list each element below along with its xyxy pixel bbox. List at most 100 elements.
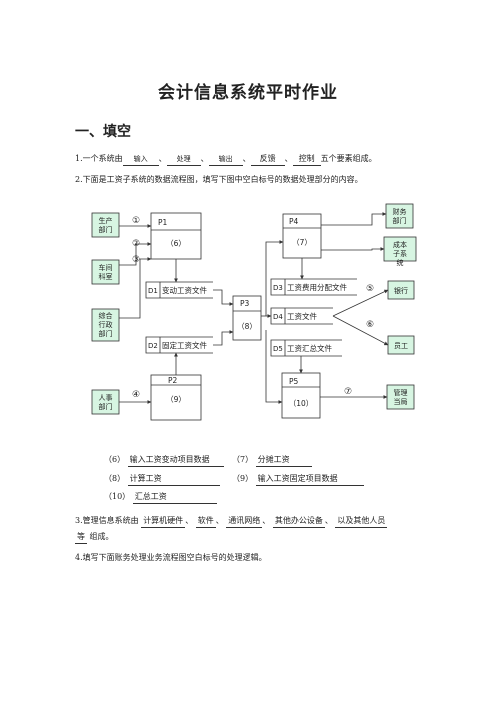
q1-sep: 、 [242, 154, 251, 163]
entity-production-dept: 生产部门 [91, 212, 120, 238]
answer-value: 分摊工资 [255, 454, 312, 467]
q1-blank-3: 输出 [208, 153, 243, 166]
q3-suffix: 组成。 [89, 532, 114, 541]
answer-value: 汇总工资 [132, 491, 217, 504]
answer-6: （6） 输入工资变动项目数据 [104, 454, 224, 467]
q1-sep: 、 [284, 154, 293, 163]
svg-text:D4: D4 [273, 313, 283, 321]
store-d1: D1 变动工资文件 [145, 281, 213, 299]
process-p2: P2 （9） [150, 374, 202, 421]
process-p4: P4 （7） [282, 213, 322, 259]
flow-label-2: ② [132, 239, 140, 249]
answer-label: （7） [232, 455, 254, 464]
flow-line [321, 212, 387, 226]
answer-9: （9） 输入工资固定项目数据 [232, 473, 364, 486]
svg-text:P1: P1 [158, 218, 168, 227]
flow-line [213, 289, 234, 306]
answer-label: （8） [104, 474, 126, 483]
q1-blank-2: 处理 [166, 153, 201, 166]
flow-line [265, 330, 283, 404]
store-d3: D3 工资费用分配文件 [270, 278, 357, 296]
store-d4: D4 工资文件 [270, 307, 333, 325]
q3-blank-3: 通讯网络 [226, 515, 263, 528]
q1-sep: 、 [200, 154, 209, 163]
answer-label: （9） [232, 474, 254, 483]
answer-value: 输入工资固定项目数据 [255, 473, 364, 486]
entity-cost-subsystem: 成本子系统 [383, 236, 417, 267]
svg-text:员工: 员工 [394, 342, 408, 350]
flow-label-4: ④ [132, 390, 140, 400]
answer-value: 计算工资 [127, 473, 220, 486]
svg-text:（7）: （7） [292, 238, 312, 247]
q3-blank-4: 其他办公设备 [272, 515, 325, 528]
svg-text:变动工资文件: 变动工资文件 [162, 285, 207, 295]
flow-line [119, 257, 152, 319]
q1-blank-4: 反馈 [250, 153, 285, 166]
process-p1: P1 （6） [150, 212, 202, 260]
question-1: 1.一个系统由输入、处理、输出、反馈、控制五个要素组成。 [75, 153, 377, 166]
process-p5: P5 （10） [281, 372, 321, 419]
q1-blank-1: 输入 [122, 153, 159, 166]
svg-text:P2: P2 [168, 376, 178, 385]
question-3-continued: 等 组成。 [75, 531, 114, 544]
entity-admin-dept: 综合行政部门 [91, 308, 120, 342]
svg-text:银行: 银行 [394, 286, 408, 295]
q1-prefix: 1.一个系统由 [75, 154, 123, 163]
svg-text:D1: D1 [148, 287, 158, 295]
entity-hr-dept: 人事部门 [91, 389, 120, 415]
q3-sep: 、 [262, 516, 271, 525]
svg-text:（10）: （10） [289, 399, 314, 408]
svg-text:D3: D3 [273, 284, 283, 292]
process-p3: P3 （8） [232, 295, 262, 341]
flow-label-7: ⑦ [344, 387, 352, 397]
entity-finance-dept: 财务部门 [385, 203, 414, 229]
q3-blank-2: 软件 [195, 515, 216, 528]
svg-text:P5: P5 [289, 377, 299, 386]
svg-text:财务部门: 财务部门 [393, 207, 407, 225]
svg-text:综合行政部门: 综合行政部门 [99, 311, 113, 338]
q3-sep: 、 [215, 516, 224, 525]
flow-line [332, 315, 389, 346]
flow-line [321, 247, 385, 251]
answer-10: （10） 汇总工资 [104, 491, 217, 504]
answer-7: （7） 分摊工资 [232, 454, 312, 467]
svg-text:（6）: （6） [166, 239, 186, 248]
flow-label-5: ⑤ [366, 284, 374, 294]
q3-blank-5: 以及其他人员 [335, 515, 388, 528]
flow-line [213, 330, 234, 346]
svg-text:固定工资文件: 固定工资文件 [162, 340, 207, 350]
svg-text:人事部门: 人事部门 [99, 393, 113, 411]
flow-line [119, 242, 152, 266]
store-d5: D5 工资汇总文件 [270, 339, 342, 357]
q3-blank-1: 计算机硬件 [141, 515, 186, 528]
svg-text:（9）: （9） [166, 395, 186, 404]
document-title: 会计信息系统平时作业 [158, 83, 338, 103]
svg-text:P3: P3 [240, 299, 250, 308]
q1-blank-5: 控制 [292, 153, 321, 166]
answer-label: （6） [104, 455, 126, 464]
svg-text:D2: D2 [148, 342, 158, 350]
entity-workshop-dept: 车间科室 [91, 259, 120, 285]
answer-8: （8） 计算工资 [104, 473, 220, 486]
flow-line [332, 289, 389, 317]
svg-text:（8）: （8） [237, 322, 257, 331]
svg-text:P4: P4 [289, 217, 299, 226]
question-4: 4.填写下面账务处理业务流程图空白标号的处理逻辑。 [75, 553, 267, 562]
svg-text:工资汇总文件: 工资汇总文件 [287, 343, 332, 353]
flow-line [265, 240, 284, 316]
entity-management: 管理当局 [386, 384, 415, 410]
section-heading: 一、填空 [75, 124, 131, 140]
svg-text:车间科室: 车间科室 [99, 263, 113, 281]
q3-sep: 、 [324, 516, 333, 525]
q3-blank-6: 等 [75, 531, 87, 544]
entity-staff: 员工 [387, 335, 415, 355]
q3-sep: 、 [185, 516, 194, 525]
q1-sep: 、 [158, 154, 167, 163]
svg-text:D5: D5 [273, 345, 283, 353]
question-2: 2.下面是工资子系统的数据流程图，填写下图中空白标号的数据处理部分的内容。 [75, 175, 363, 184]
q1-suffix: 五个要素组成。 [320, 154, 377, 163]
q3-prefix: 3.管理信息系统由 [75, 516, 139, 525]
flow-label-3: ③ [132, 255, 140, 265]
svg-text:成本子系统: 成本子系统 [393, 240, 407, 267]
